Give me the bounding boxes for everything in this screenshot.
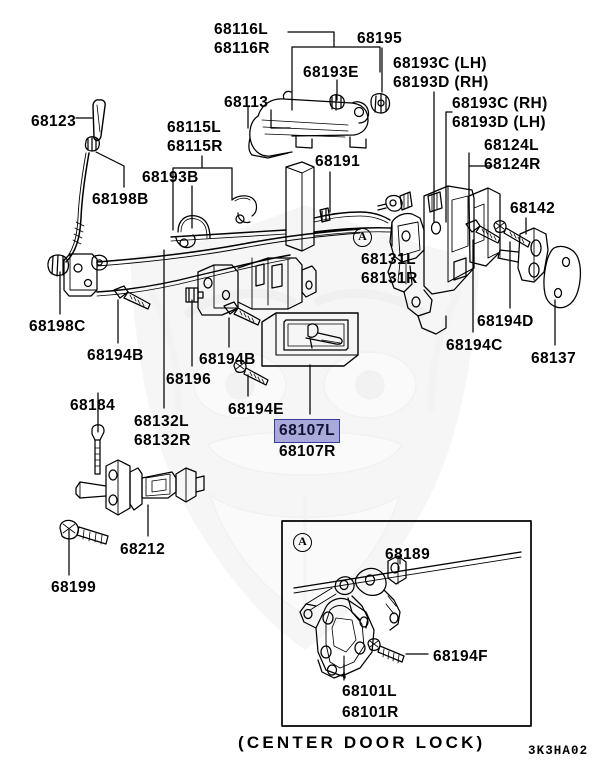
part-label-68107l[interactable]: 68107L bbox=[274, 419, 341, 443]
part-label-68199: 68199 bbox=[51, 579, 97, 596]
part-label-68115r: 68115R bbox=[167, 138, 223, 155]
part-label-68113: 68113 bbox=[224, 94, 269, 111]
ref-mark-a-main: A bbox=[353, 228, 372, 247]
part-label-68142: 68142 bbox=[510, 200, 556, 217]
part-label-68193e: 68193E bbox=[303, 64, 359, 81]
part-label-68116r: 68116R bbox=[214, 40, 270, 57]
part-label-68115l: 68115L bbox=[167, 119, 222, 136]
part-label-68101l: 68101L bbox=[342, 683, 397, 700]
part-label-68212: 68212 bbox=[120, 541, 166, 558]
sheet-code: 3K3HA02 bbox=[528, 744, 589, 758]
part-label-68101r: 68101R bbox=[342, 704, 399, 721]
part-label-68131r: 68131R bbox=[361, 270, 418, 287]
part-label-68116l: 68116L bbox=[214, 21, 269, 38]
part-label-68124l: 68124L bbox=[484, 137, 539, 154]
part-label-68194b: 68194B bbox=[87, 347, 144, 364]
ref-mark-a-detail: A bbox=[293, 533, 312, 552]
part-label-68193b: 68193B bbox=[142, 169, 199, 186]
part-label-68194d: 68194D bbox=[477, 313, 534, 330]
part-label-68195: 68195 bbox=[357, 30, 403, 47]
part-label-68194b: 68194B bbox=[199, 351, 256, 368]
part-label-68194e: 68194E bbox=[228, 401, 284, 418]
part-label-68194c: 68194C bbox=[446, 337, 503, 354]
part-label-68124r: 68124R bbox=[484, 156, 541, 173]
part-label-68184: 68184 bbox=[70, 397, 116, 414]
part-label-68198c: 68198C bbox=[29, 318, 86, 335]
diagram-caption: (CENTER DOOR LOCK) bbox=[238, 733, 486, 752]
part-label-68107r: 68107R bbox=[279, 443, 336, 460]
part-label-68193c-rh: 68193C (RH) bbox=[452, 95, 548, 112]
part-label-68193c-lh: 68193C (LH) bbox=[393, 55, 487, 72]
part-label-68196: 68196 bbox=[166, 371, 212, 388]
part-label-68189: 68189 bbox=[385, 546, 431, 563]
part-label-68132l: 68132L bbox=[134, 413, 189, 430]
part-label-68131l: 68131L bbox=[361, 251, 416, 268]
part-label-68193d-lh: 68193D (LH) bbox=[452, 114, 546, 131]
part-label-68194f: 68194F bbox=[433, 648, 488, 665]
part-label-68132r: 68132R bbox=[134, 432, 191, 449]
part-label-68198b: 68198B bbox=[92, 191, 149, 208]
part-label-68137: 68137 bbox=[531, 350, 577, 367]
part-label-68191: 68191 bbox=[315, 153, 361, 170]
part-label-68123: 68123 bbox=[31, 113, 77, 130]
part-label-68193d-rh: 68193D (RH) bbox=[393, 74, 489, 91]
